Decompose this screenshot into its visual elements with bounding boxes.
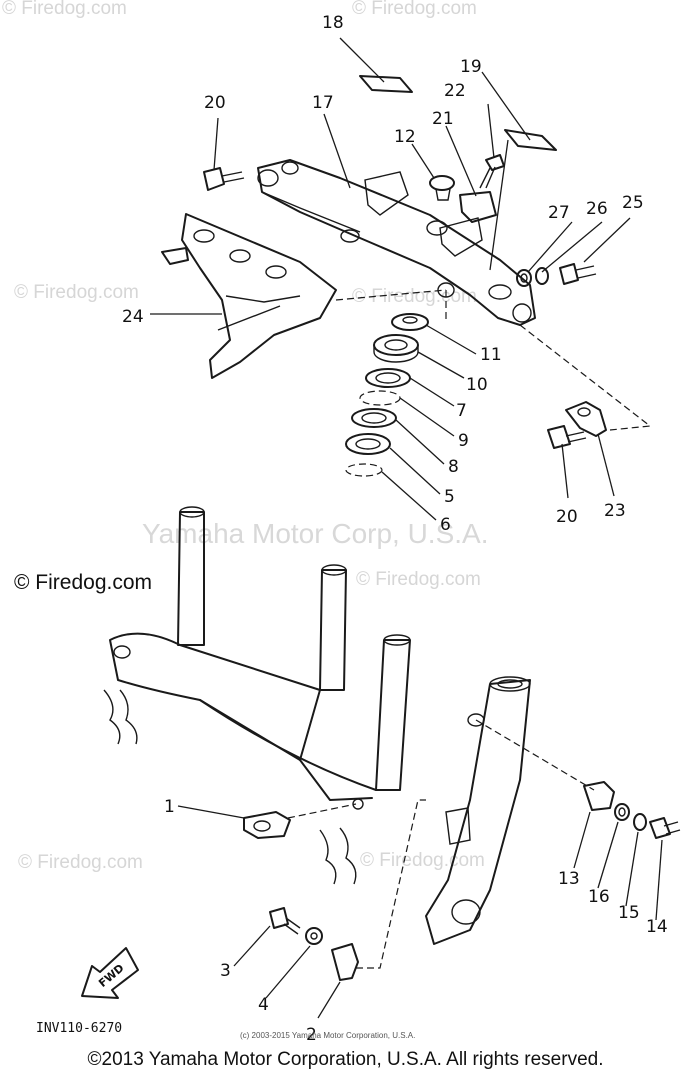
watermark-firedog: © Firedog.com: [18, 852, 143, 873]
callout-11: 11: [480, 345, 502, 365]
ball-bearings-part-9: [359, 390, 401, 406]
bolt-part-20-upper: [203, 167, 245, 191]
callout-23: 23: [604, 501, 626, 521]
callout-15: 15: [618, 903, 640, 923]
bolt-part-3: [269, 907, 301, 935]
front-fork: [425, 676, 531, 945]
frame: [103, 506, 411, 885]
clamp-part-13: [583, 781, 615, 811]
lower-leader-lines: [177, 719, 663, 1019]
bearing-race-part-7: [365, 368, 411, 388]
steering-nut-part-11: [391, 313, 429, 331]
fwd-label: FWD: [96, 962, 126, 990]
upper-leader-lines: [150, 37, 652, 521]
clamp-part-21: [459, 191, 497, 223]
bolt-part-14: [649, 817, 681, 839]
bolt-part-12: [429, 175, 455, 201]
bolt-part-20-lower: [547, 425, 587, 449]
diagram-code: INV110-6270: [36, 1021, 122, 1036]
callout-numbers: 18 19 22 20 17 21 12 27 26 25 24 11 10 7…: [122, 13, 668, 1045]
watermark-yamaha: Yamaha Motor Corp, U.S.A.: [142, 518, 489, 549]
washer-part-15: [633, 813, 647, 831]
callout-2: 2: [306, 1025, 317, 1045]
clamp-part-1: [243, 811, 291, 839]
callout-1: 1: [164, 797, 175, 817]
callout-3: 3: [220, 961, 231, 981]
washer-part-4: [305, 927, 323, 945]
watermark-layer: © Firedog.com © Firedog.com © Firedog.co…: [2, 0, 489, 873]
bearing-race-part-8: [351, 408, 397, 428]
bolt-part-25: [559, 263, 597, 285]
meter-bracket-part-24: [161, 213, 337, 379]
callout-17: 17: [312, 93, 334, 113]
bolt-part-22: [479, 154, 505, 189]
small-print: (c) 2003-2015 Yamaha Motor Corporation, …: [240, 1031, 415, 1040]
callout-20-upper: 20: [204, 93, 226, 113]
callout-27: 27: [548, 203, 570, 223]
callout-24: 24: [122, 307, 144, 327]
callout-4: 4: [258, 995, 269, 1015]
nut-part-27: [516, 269, 532, 287]
sticker-part-19: [504, 129, 557, 151]
washer-part-26: [535, 267, 549, 285]
callout-26: 26: [586, 199, 608, 219]
callout-10: 10: [466, 375, 488, 395]
watermark-firedog-dark: © Firedog.com: [14, 571, 152, 594]
callout-19: 19: [460, 57, 482, 77]
callout-13: 13: [558, 869, 580, 889]
watermark-firedog: © Firedog.com: [2, 0, 127, 19]
callout-20-lower: 20: [556, 507, 578, 527]
clamp-part-23: [565, 401, 607, 437]
callout-7: 7: [456, 401, 467, 421]
callout-16: 16: [588, 887, 610, 907]
nut-part-16: [614, 803, 630, 821]
watermark-firedog: © Firedog.com: [360, 850, 485, 871]
callout-8: 8: [448, 457, 459, 477]
cable-guide-part-2: [331, 943, 359, 981]
watermark-firedog: © Firedog.com: [352, 0, 477, 19]
bearing-race-part-5: [345, 433, 391, 455]
callout-14: 14: [646, 917, 668, 937]
callout-9: 9: [458, 431, 469, 451]
callout-5: 5: [444, 487, 455, 507]
copyright-notice: ©2013 Yamaha Motor Corporation, U.S.A. A…: [87, 1049, 604, 1070]
callout-18: 18: [322, 13, 344, 33]
callout-25: 25: [622, 193, 644, 213]
ball-bearings-part-6: [345, 463, 383, 477]
callout-21: 21: [432, 109, 454, 129]
callout-22: 22: [444, 81, 466, 101]
ring-nut-part-10: [373, 334, 419, 363]
sticker-part-18: [359, 75, 413, 93]
callout-12: 12: [394, 127, 416, 147]
forward-arrow-icon: FWD: [81, 947, 139, 999]
watermark-firedog: © Firedog.com: [356, 569, 481, 590]
watermark-firedog: © Firedog.com: [14, 282, 139, 303]
callout-6: 6: [440, 515, 451, 535]
